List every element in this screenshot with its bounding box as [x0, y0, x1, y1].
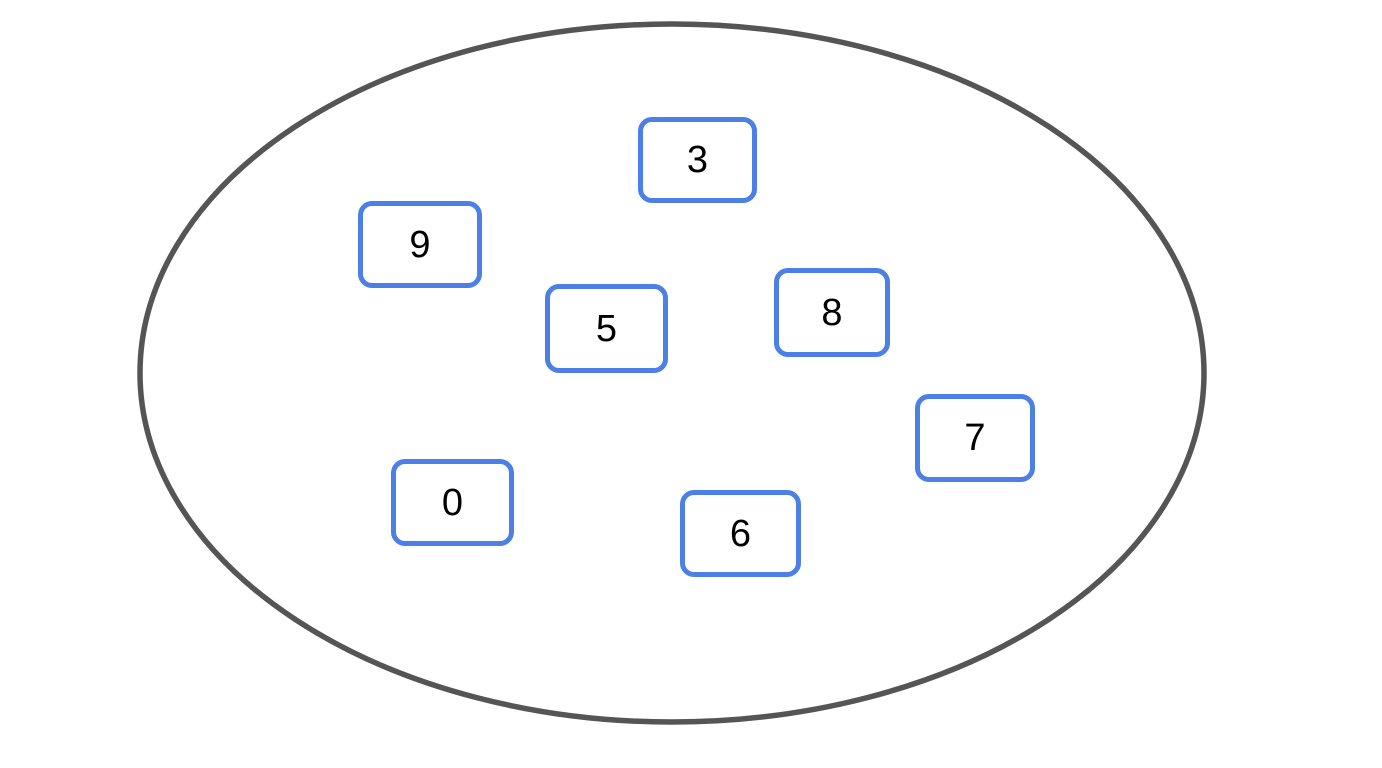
node-label: 3 — [686, 139, 709, 181]
node-box-7[interactable]: 7 — [915, 394, 1035, 482]
node-label: 0 — [441, 481, 464, 524]
node-box-3[interactable]: 3 — [638, 117, 757, 203]
node-label: 8 — [821, 291, 843, 334]
node-label: 7 — [964, 417, 986, 459]
node-box-6[interactable]: 6 — [680, 490, 801, 577]
node-label: 6 — [729, 512, 752, 555]
node-box-0[interactable]: 0 — [391, 459, 514, 546]
node-box-5[interactable]: 5 — [545, 284, 668, 373]
node-label: 5 — [595, 307, 618, 350]
node-box-8[interactable]: 8 — [774, 268, 890, 357]
node-box-9[interactable]: 9 — [358, 201, 482, 288]
node-label: 9 — [409, 223, 431, 266]
